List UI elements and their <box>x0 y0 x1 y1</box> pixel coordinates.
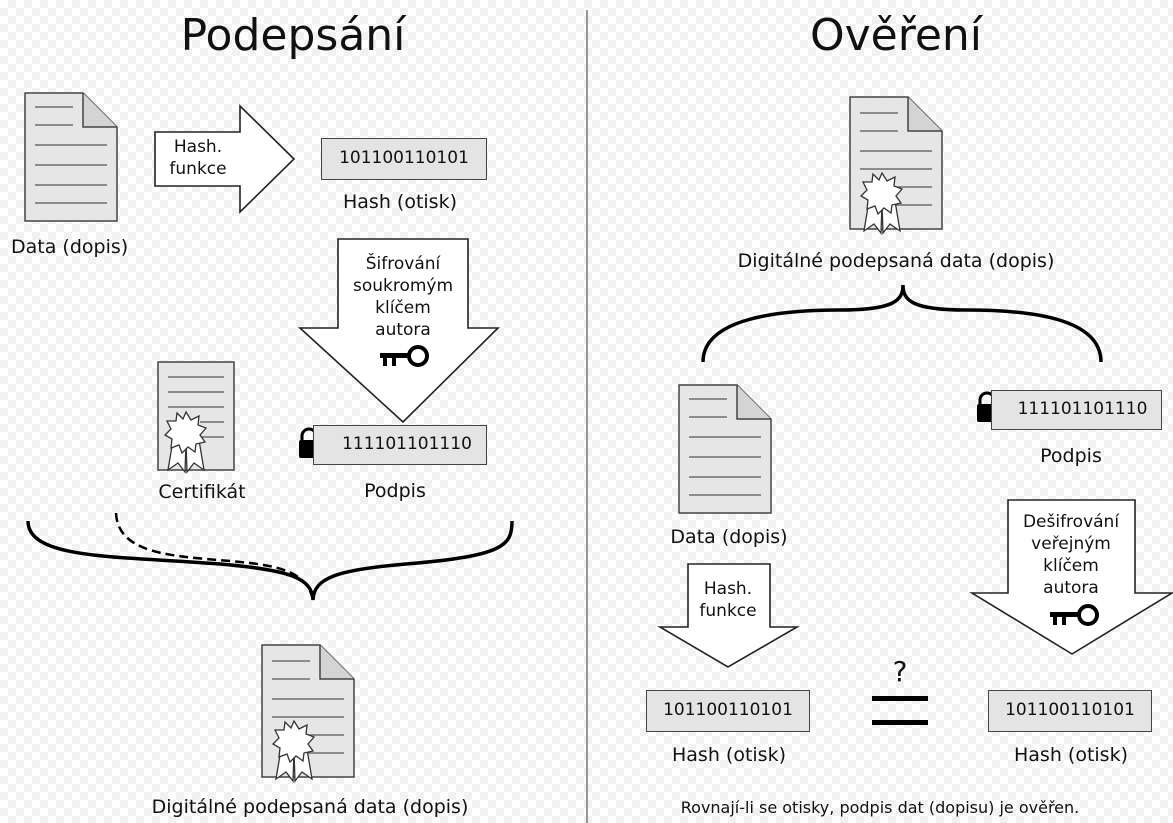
verification-conclusion: Rovnají-li se otisky, podpis dat (dopisu… <box>680 798 1080 817</box>
decrypt-arrow <box>969 499 1173 655</box>
hash-value-box: 101100110101 <box>321 138 487 180</box>
hash-function-label: Hash. funkce <box>169 137 227 179</box>
split-brace <box>701 284 1103 363</box>
encrypt-label: Šifrování soukromým klíčem autora <box>352 254 454 340</box>
hash-value-box-right: 101100110101 <box>988 690 1152 732</box>
signature-label: Podpis <box>364 480 426 502</box>
data-document-icon-verify <box>678 384 772 514</box>
certificate-dashed-link <box>114 512 315 601</box>
signature-value-box-verify: 111101101110 <box>991 390 1162 430</box>
hash-function-arrow-verify <box>657 563 800 668</box>
hash-function-label-verify: Hash. funkce <box>699 579 757 621</box>
data-document-icon <box>24 92 118 222</box>
hash-function-arrow <box>154 104 296 214</box>
combine-brace <box>26 520 514 601</box>
equals-bar-top <box>872 696 928 701</box>
compare-question-mark: ? <box>892 655 908 688</box>
hash-label-right: Hash (otisk) <box>1014 744 1128 766</box>
hash-label-left: Hash (otisk) <box>672 744 786 766</box>
equals-bar-bottom <box>872 720 928 725</box>
decrypt-label: Dešifrování veřejným klíčem autora <box>1022 512 1120 598</box>
data-label: Data (dopis) <box>11 236 129 258</box>
signing-title: Podepsání <box>180 10 406 61</box>
hash-value-box-left: 101100110101 <box>646 690 810 732</box>
signed-data-label-verify: Digitálné podepsaná data (dopis) <box>737 250 1055 272</box>
verification-title: Ověření <box>809 10 983 61</box>
certificate-label: Certifikát <box>158 481 246 503</box>
signed-data-label: Digitálné podepsaná data (dopis) <box>151 796 469 818</box>
data-label-verify: Data (dopis) <box>670 526 788 548</box>
hash-label: Hash (otisk) <box>343 191 457 213</box>
signature-value-box: 111101101110 <box>313 425 487 465</box>
signed-document-icon-verify <box>850 97 942 233</box>
encrypt-arrow <box>297 238 500 424</box>
certificate-icon <box>157 361 235 473</box>
signed-document-icon <box>262 645 354 781</box>
signature-label-verify: Podpis <box>1040 445 1102 467</box>
